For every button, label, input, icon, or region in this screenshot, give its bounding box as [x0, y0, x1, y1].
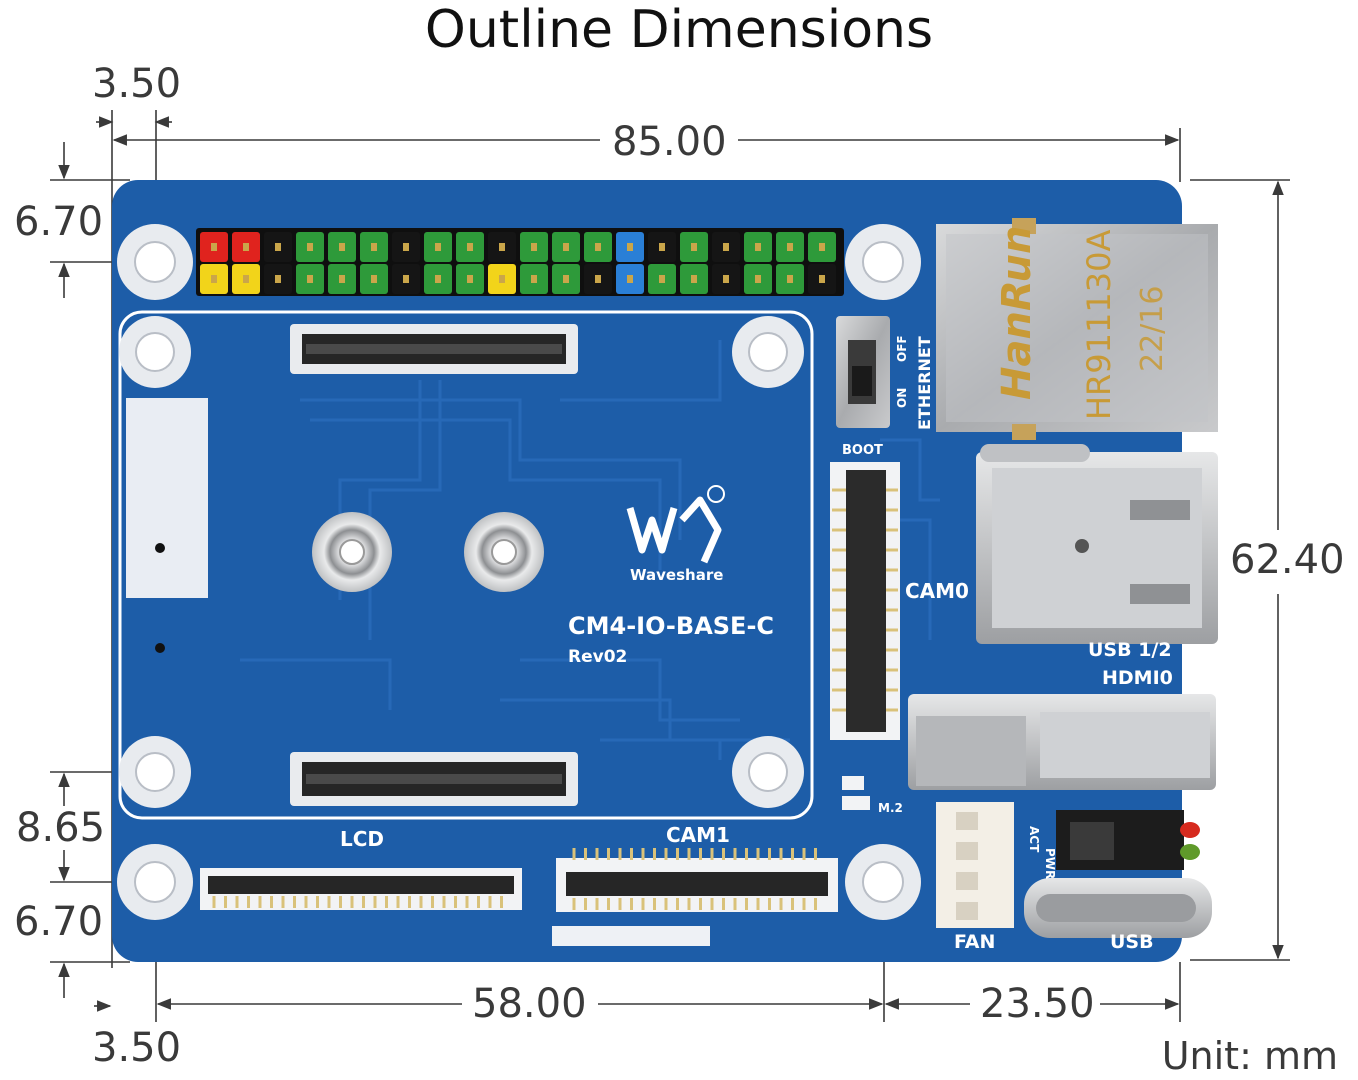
gpio-pin-tip	[787, 275, 793, 283]
dim-bottom-left-offset: 3.50	[92, 1025, 182, 1071]
status-leds	[842, 776, 1200, 870]
dim-top-hole-offset: 6.70	[14, 199, 104, 245]
lcd-label: LCD	[340, 827, 384, 851]
usb-a-port	[976, 444, 1218, 644]
gpio-pin-tip	[787, 243, 793, 251]
gpio-pin-tip	[243, 275, 249, 283]
switch-off-label: OFF	[895, 335, 909, 362]
rj45-model: HR911130A	[1080, 230, 1118, 420]
m2-standoffs	[312, 512, 544, 592]
gpio-pin-tip	[723, 243, 729, 251]
gpio-pin-tip	[563, 275, 569, 283]
usb-c-port	[1024, 878, 1212, 938]
fan-connector	[936, 802, 1014, 928]
page-title: Outline Dimensions	[424, 0, 934, 60]
lcd-connector	[200, 868, 522, 910]
gpio-pin-tip	[819, 243, 825, 251]
gpio-pin-tip	[659, 243, 665, 251]
m2-label: M.2	[878, 801, 903, 815]
cam0-connector	[830, 462, 900, 740]
act-led-label: ACT	[1027, 826, 1041, 853]
rj45-brand: HanRun	[994, 225, 1040, 400]
dim-top-left-offset: 3.50	[92, 61, 182, 107]
dim-hole-to-hole: 58.00	[472, 981, 587, 1027]
gpio-pin-tip	[467, 275, 473, 283]
dim-total-width: 85.00	[612, 119, 727, 165]
dim-total-height: 62.40	[1230, 537, 1345, 583]
gpio-pin-tip	[275, 275, 281, 283]
rj45-jack	[936, 218, 1218, 440]
cam1-connector	[556, 848, 838, 912]
gpio-pin-tip	[275, 243, 281, 251]
gpio-header	[196, 228, 844, 296]
gpio-pin-tip	[339, 275, 345, 283]
board-revision-label: Rev02	[568, 647, 627, 667]
dim-hole-to-edge: 23.50	[980, 981, 1095, 1027]
unit-label: Unit: mm	[1161, 1034, 1338, 1078]
gpio-pin-tip	[403, 275, 409, 283]
gpio-pin-tip	[627, 243, 633, 251]
gpio-pin-tip	[435, 243, 441, 251]
usb-label: USB	[1110, 931, 1154, 953]
gpio-pin-tip	[755, 275, 761, 283]
cm4-connector-top	[290, 324, 578, 374]
gpio-pin-tip	[435, 275, 441, 283]
gpio-pin-tip	[499, 243, 505, 251]
cam1-label: CAM1	[666, 823, 730, 847]
gpio-pin-tip	[307, 243, 313, 251]
boot-label: BOOT	[842, 443, 883, 458]
ethernet-label: ETHERNET	[915, 336, 934, 430]
board-name-label: CM4-IO-BASE-C	[568, 612, 774, 640]
gpio-pin-tip	[211, 275, 217, 283]
switch-on-label: ON	[895, 388, 909, 408]
pwr-led-label: PWR	[1043, 848, 1057, 879]
gpio-pin-tip	[531, 243, 537, 251]
gpio-pin-tip	[339, 243, 345, 251]
gpio-pin-tip	[371, 243, 377, 251]
hdmi0-label: HDMI0	[1102, 667, 1173, 689]
boot-switch	[836, 316, 890, 428]
gpio-pin-tip	[211, 243, 217, 251]
usb12-label: USB 1/2	[1088, 639, 1172, 661]
dim-bottom-hole-spacing: 8.65	[16, 805, 106, 851]
gpio-pin-tip	[627, 275, 633, 283]
gpio-pin-tip	[307, 275, 313, 283]
waveshare-logo	[626, 485, 725, 564]
gpio-pin-tip	[691, 275, 697, 283]
gpio-pin-tip	[467, 243, 473, 251]
brand-label: Waveshare	[630, 566, 723, 584]
rj45-date: 22/16	[1135, 286, 1170, 372]
gpio-pin-tip	[531, 275, 537, 283]
gpio-pin-tip	[595, 243, 601, 251]
hdmi-port	[908, 694, 1216, 790]
fan-label: FAN	[954, 931, 995, 953]
gpio-pin-tip	[659, 275, 665, 283]
gpio-pin-tip	[755, 243, 761, 251]
gpio-pin-tip	[723, 275, 729, 283]
cam0-label: CAM0	[905, 579, 969, 603]
gpio-pin-tip	[243, 243, 249, 251]
mounting-holes	[117, 224, 921, 920]
silkscreen: CM4-IO-BASE-C Rev02 Waveshare CAM0 CAM1 …	[340, 225, 1173, 953]
gpio-pin-tip	[371, 275, 377, 283]
dim-bottom-hole-offset: 6.70	[14, 899, 104, 945]
cm4-connector-bottom	[290, 752, 578, 806]
gpio-pin-tip	[595, 275, 601, 283]
gpio-pin-tip	[819, 275, 825, 283]
gpio-pin-tip	[691, 243, 697, 251]
gpio-pin-tip	[563, 243, 569, 251]
gpio-pin-tip	[403, 243, 409, 251]
gpio-pin-tip	[499, 275, 505, 283]
